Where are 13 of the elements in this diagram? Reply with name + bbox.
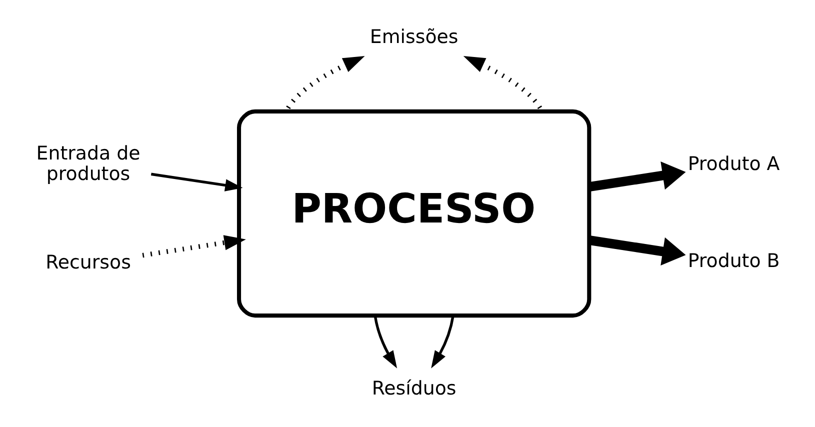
node-box: PROCESSO xyxy=(236,109,591,318)
arrow xyxy=(142,235,246,258)
arrow xyxy=(150,172,242,192)
arrow xyxy=(430,316,454,368)
node-text: Recursos xyxy=(45,252,130,274)
arrow xyxy=(588,161,686,192)
arrow xyxy=(588,236,686,266)
arrow xyxy=(373,316,397,368)
node-text: Emissões xyxy=(369,26,458,48)
node-text: Produto B xyxy=(687,250,780,272)
node-text: Resíduos xyxy=(371,377,456,400)
node-text: Entrada de produtos xyxy=(36,142,140,185)
node-text: Produto A xyxy=(687,152,780,175)
